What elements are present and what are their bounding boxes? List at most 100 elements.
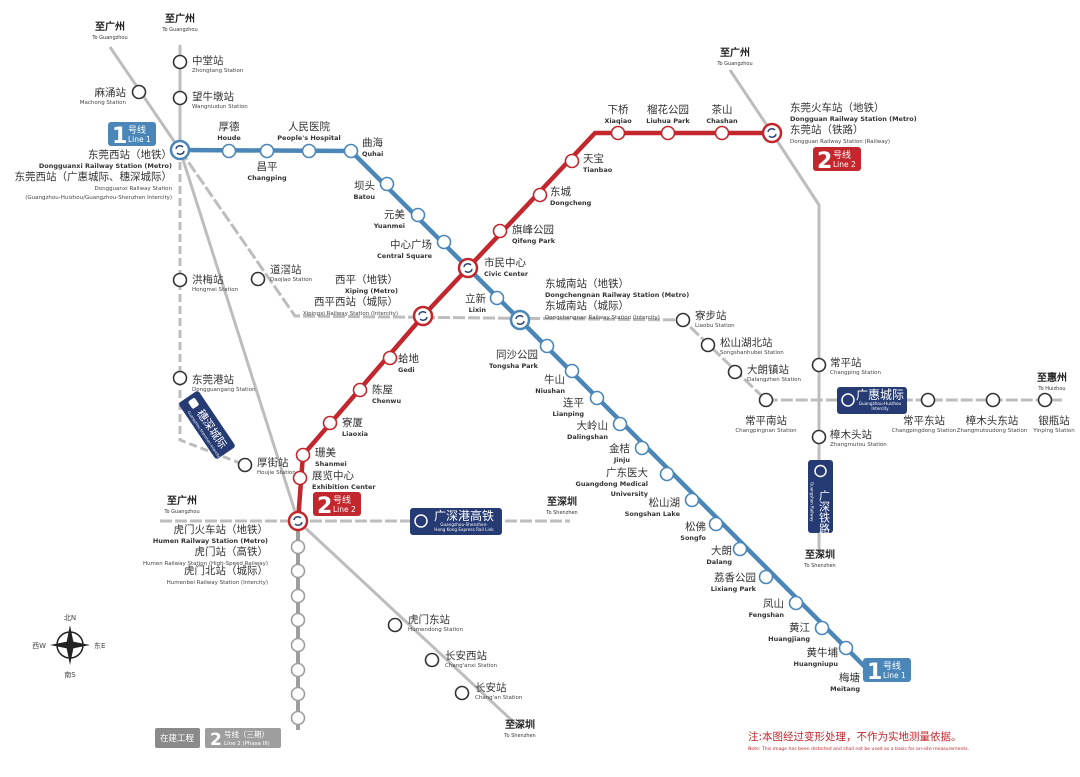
- station-marker: [237, 457, 253, 473]
- station-marker: [382, 350, 398, 366]
- stations: 东莞西站（地铁）Dongguanxi Railway Station (Metr…: [15, 54, 1076, 701]
- station-label-en: Houjie Station: [257, 470, 296, 476]
- badge-zh: 广深铁路: [818, 490, 831, 535]
- station-dcn[interactable]: 东城南站（地铁）Dongchengnan Railway Station (Me…: [509, 277, 689, 331]
- station-label-en: Lixin: [469, 306, 487, 314]
- phase3-station-marker[interactable]: [290, 662, 306, 678]
- phase3-station-marker[interactable]: [290, 539, 306, 555]
- transfer-arrows-icon: [767, 128, 777, 138]
- guangzhou-huizhou-intercity-line: [178, 149, 1062, 402]
- station-label-zh: 昌平: [257, 161, 278, 173]
- station-marker: [172, 370, 188, 386]
- badge-en: Guangshen Railway: [810, 482, 815, 522]
- station-label-alt-zh: 虎门站（高铁）: [195, 545, 269, 558]
- station-label-zh: 东莞西站（地铁）: [88, 148, 172, 161]
- phase3-station-marker[interactable]: [290, 588, 306, 604]
- interchange-icon: [412, 305, 434, 327]
- station-marker: [732, 541, 748, 557]
- phase3-station-marker[interactable]: [290, 710, 306, 726]
- station-label-zh: 东城南站（地铁）: [545, 277, 629, 290]
- phase3-station-marker[interactable]: [290, 686, 306, 702]
- station-label-zh: 大岭山: [577, 419, 609, 432]
- phase3-station-marker[interactable]: [290, 563, 306, 579]
- direction-en: To Guangzhou: [91, 35, 127, 41]
- station-xiping[interactable]: 西平（地铁）Xiping (Metro)西平西站（城际）Xipingxi Rai…: [303, 273, 434, 327]
- station-marker: [292, 470, 308, 486]
- station-dgx[interactable]: 东莞西站（地铁）Dongguanxi Railway Station (Metr…: [15, 139, 191, 201]
- station-label-zh: 常平东站: [903, 414, 945, 427]
- station-hmhcz[interactable]: 虎门火车站（地铁）Humen Railway Station (Metro)虎门…: [143, 510, 309, 586]
- phase3-station-marker[interactable]: [290, 637, 306, 653]
- station-label-en: Niushan: [535, 387, 565, 395]
- station-label-zh: 长安西站: [445, 649, 487, 662]
- station-label-zh: 西平（地铁）: [335, 273, 398, 286]
- station-label-zh: 市民中心: [484, 256, 526, 269]
- station-marker: [838, 640, 854, 656]
- station-label-en: Machong Station: [80, 100, 127, 106]
- phase3-station-marker[interactable]: [290, 612, 306, 628]
- station-marker: [250, 271, 266, 287]
- station-marker: [700, 337, 716, 353]
- station-label-en: Shanmei: [315, 460, 347, 468]
- station-dghcz[interactable]: 东莞火车站（地铁）Dongguan Railway Station (Metro…: [761, 101, 917, 145]
- station-marker: [259, 143, 275, 159]
- badge-num: 1: [867, 660, 882, 685]
- station-label-zh: 旗峰公园: [512, 223, 554, 236]
- station-label-zh: 蛤地: [398, 352, 419, 365]
